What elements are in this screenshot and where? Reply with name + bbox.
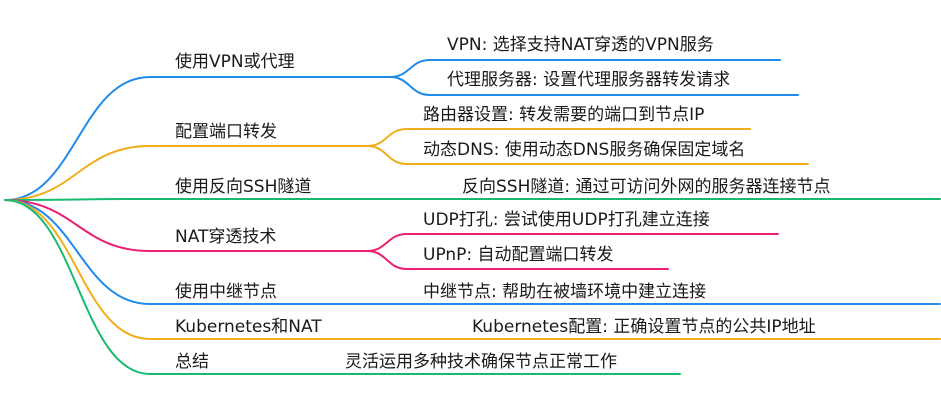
leaf-connector — [366, 128, 751, 147]
leaf-connector — [366, 233, 779, 252]
leaf-label-relay-node: 中继节点: 帮助在被墙环境中建立连接 — [423, 282, 707, 302]
leaf-connector — [389, 59, 781, 78]
branch-label-vpn-proxy: 使用VPN或代理 — [175, 52, 295, 72]
leaf-label-vpn: VPN: 选择支持NAT穿透的VPN服务 — [447, 35, 714, 55]
leaf-label-reverse-ssh: 反向SSH隧道: 通过可访问外网的服务器连接节点 — [462, 177, 831, 197]
branch-label-nat-traversal: NAT穿透技术 — [175, 227, 277, 247]
branch-connector — [4, 198, 941, 201]
branch-connector — [4, 199, 368, 252]
leaf-label-udp-punch: UDP打孔: 尝试使用UDP打孔建立连接 — [423, 210, 710, 230]
leaf-connector — [389, 76, 799, 96]
leaf-label-summary: 灵活运用多种技术确保节点正常工作 — [345, 352, 617, 372]
branch-label-summary: 总结 — [175, 352, 209, 372]
leaf-label-router: 路由器设置: 转发需要的端口到节点IP — [423, 105, 705, 125]
leaf-connector — [366, 145, 809, 165]
branch-label-kubernetes: Kubernetes和NAT — [175, 317, 322, 337]
leaf-label-k8s-config: Kubernetes配置: 正确设置节点的公共IP地址 — [472, 317, 816, 337]
leaf-label-proxy-server: 代理服务器: 设置代理服务器转发请求 — [447, 70, 731, 90]
leaf-label-upnp: UPnP: 自动配置端口转发 — [423, 245, 614, 265]
branch-connector — [4, 199, 941, 305]
branch-connector — [4, 199, 941, 340]
branch-label-port-forward: 配置端口转发 — [175, 122, 277, 142]
branch-connector — [4, 145, 368, 201]
branch-label-relay: 使用中继节点 — [175, 282, 277, 302]
leaf-connector — [366, 250, 669, 270]
leaf-label-ddns: 动态DNS: 使用动态DNS服务确保固定域名 — [423, 140, 746, 160]
branch-label-reverse-ssh: 使用反向SSH隧道 — [175, 177, 312, 197]
branch-connector — [4, 199, 681, 375]
branch-connector — [4, 76, 391, 201]
